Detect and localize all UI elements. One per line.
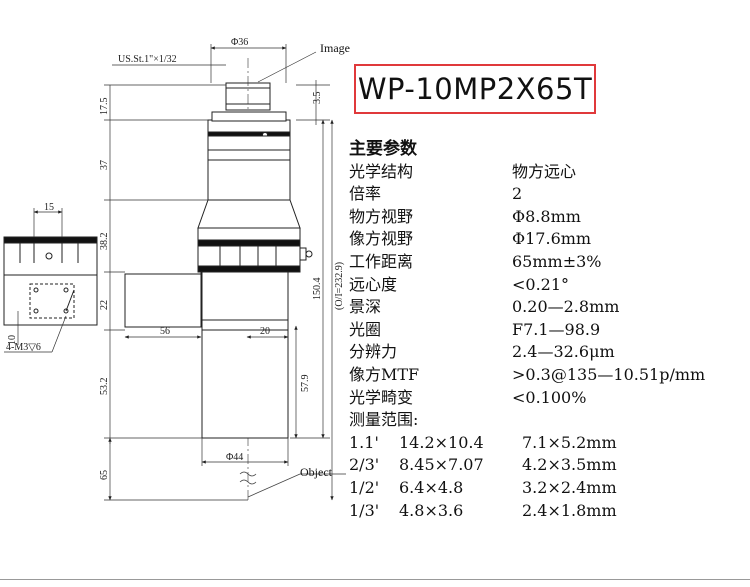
- dim-56: 56: [160, 326, 170, 337]
- spec-row: 景深 0.20—2.8mm: [349, 296, 705, 319]
- object-plane: [239, 471, 301, 498]
- spec-row: 工作距离 65mm±3%: [349, 251, 705, 274]
- model-box: WP-10MP2X65T: [354, 64, 596, 114]
- spec-row: 光学结构 物方远心: [349, 161, 705, 184]
- sensor-size: 1/2': [349, 477, 380, 497]
- model-name: WP-10MP2X65T: [357, 72, 593, 106]
- object-field: 2.4×1.8mm: [522, 500, 617, 520]
- spec-key: 倍率: [349, 184, 382, 204]
- fov-row: 1/3' 4.8×3.6 2.4×1.8mm: [349, 500, 705, 523]
- spec-key: 工作距离: [349, 251, 414, 271]
- dim-3-5: 3.5: [312, 92, 323, 105]
- spec-key: 光圈: [349, 319, 382, 339]
- spec-key: 分辨力: [349, 342, 398, 362]
- image-label: Image: [320, 41, 350, 55]
- c-mount-thread: [225, 82, 271, 111]
- spec-key: 像方视野: [349, 229, 414, 249]
- spec-table: 主要参数 光学结构 物方远心 倍率 2 物方视野 Φ8.8mm 像方视野 Φ17.6mm…: [349, 138, 705, 522]
- spec-key: 像方MTF: [349, 364, 420, 384]
- image-field: 4.8×3.6: [399, 500, 464, 520]
- spec-value: Φ17.6mm: [512, 229, 592, 249]
- spec-key: 光学结构: [349, 161, 414, 181]
- spec-value: >0.3@135—10.51p/mm: [512, 364, 706, 384]
- object-label: Object: [300, 465, 333, 479]
- image-field: 8.45×7.07: [399, 455, 484, 475]
- dim-top-diameter: Φ36: [231, 37, 248, 48]
- spec-row: 光学畸变 <0.100%: [349, 387, 705, 410]
- sensor-size: 1.1': [349, 432, 379, 452]
- spec-title: 主要参数: [349, 139, 417, 159]
- spec-row: 分辨力 2.4—32.6μm: [349, 341, 705, 364]
- spec-row: 物方视野 Φ8.8mm: [349, 206, 705, 229]
- dimension-lines: [4, 44, 346, 501]
- spec-row: 光圈 F7.1—98.9: [349, 319, 705, 342]
- fov-row: 1/2' 6.4×4.8 3.2×2.4mm: [349, 477, 705, 500]
- object-field: 3.2×2.4mm: [522, 477, 617, 497]
- dim-17-5: 17.5: [99, 98, 110, 116]
- dim-232-9: (O/I=232.9): [334, 262, 345, 310]
- spec-value: 2.4—32.6μm: [512, 342, 615, 362]
- spec-value: <0.21°: [512, 274, 570, 294]
- sensor-size: 1/3': [349, 500, 380, 520]
- spec-key: 物方视野: [349, 206, 414, 226]
- bottom-divider: [0, 579, 750, 580]
- spec-key: 远心度: [349, 274, 398, 294]
- lens-lower-barrel: [201, 271, 289, 439]
- spec-key: 光学畸变: [349, 387, 414, 407]
- dim-37: 37: [99, 160, 110, 170]
- spec-row: 远心度 <0.21°: [349, 274, 705, 297]
- spec-row: 倍率 2: [349, 183, 705, 206]
- image-field: 14.2×10.4: [399, 432, 484, 452]
- lens-upper-barrel: [197, 135, 301, 229]
- spec-key: 景深: [349, 297, 382, 317]
- spec-value: <0.100%: [512, 387, 587, 407]
- dim-150-4: 150.4: [312, 278, 323, 301]
- dim-20: 20: [260, 326, 270, 337]
- side-view-flange: [3, 236, 98, 326]
- spec-value: 0.20—2.8mm: [512, 297, 620, 317]
- image-field: 6.4×4.8: [399, 477, 464, 497]
- dim-10: 10: [7, 335, 18, 345]
- spec-value: Φ8.8mm: [512, 206, 581, 226]
- mount-thread-note: US.St.1"×1/32: [118, 54, 177, 65]
- spec-row: 像方MTF >0.3@135—10.51p/mm: [349, 364, 705, 387]
- fov-title: 测量范围:: [349, 410, 419, 430]
- fov-row: 2/3' 8.45×7.07 4.2×3.5mm: [349, 454, 705, 477]
- object-field: 7.1×5.2mm: [522, 432, 617, 452]
- screw-spec: 4-M3▽6: [6, 342, 41, 353]
- dim-53-2: 53.2: [99, 378, 110, 396]
- dim-bottom-diameter: Φ44: [226, 452, 243, 463]
- spec-value: 物方远心: [512, 161, 577, 181]
- fov-row: 1.1' 14.2×10.4 7.1×5.2mm: [349, 432, 705, 455]
- spec-value: 2: [512, 184, 523, 204]
- spec-value: 65mm±3%: [512, 251, 602, 271]
- sensor-size: 2/3': [349, 455, 380, 475]
- dim-38-2: 38.2: [99, 233, 110, 251]
- lens-flange: [207, 111, 291, 138]
- spec-row: 像方视野 Φ17.6mm: [349, 228, 705, 251]
- spec-value: F7.1—98.9: [512, 319, 601, 339]
- dim-65: 65: [99, 470, 110, 480]
- dim-57-9: 57.9: [300, 375, 311, 393]
- dim-22: 22: [99, 300, 110, 310]
- dim-15: 15: [44, 202, 54, 213]
- object-field: 4.2×3.5mm: [522, 455, 617, 475]
- focus-ring: [197, 227, 313, 273]
